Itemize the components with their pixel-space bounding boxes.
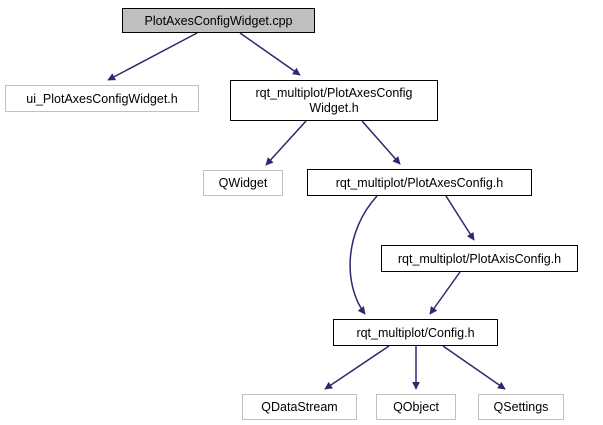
edge-config-to-qdatastream xyxy=(324,345,390,390)
node-label: ui_PlotAxesConfigWidget.h xyxy=(26,91,178,106)
node-label: rqt_multiplot/PlotAxisConfig.h xyxy=(397,251,562,266)
node-ui-plotaxesconfigwidget-h[interactable]: ui_PlotAxesConfigWidget.h xyxy=(5,85,199,112)
node-label: QSettings xyxy=(493,400,549,414)
edge-root-to-ui-header xyxy=(107,32,198,81)
edge-root-to-widget-header xyxy=(239,32,301,76)
node-qobject[interactable]: QObject xyxy=(376,394,456,420)
node-rqt-multiplot-plotaxesconfigwidget-h[interactable]: rqt_multiplot/PlotAxesConfig Widget.h xyxy=(230,80,438,121)
edge-config-to-qsettings xyxy=(442,345,506,390)
node-rqt-multiplot-plotaxisconfig-h[interactable]: rqt_multiplot/PlotAxisConfig.h xyxy=(381,245,578,272)
node-label: rqt_multiplot/PlotAxesConfig Widget.h xyxy=(255,85,413,115)
node-qdatastream[interactable]: QDataStream xyxy=(242,394,357,420)
edge-widget-header-to-axes-config xyxy=(361,120,401,165)
node-label: QWidget xyxy=(218,176,268,190)
edge-axes-config-to-axis-config xyxy=(445,195,475,241)
node-label: PlotAxesConfigWidget.cpp xyxy=(144,13,293,28)
node-rqt-multiplot-config-h[interactable]: rqt_multiplot/Config.h xyxy=(333,319,498,346)
node-qsettings[interactable]: QSettings xyxy=(478,394,564,420)
node-label: QDataStream xyxy=(261,400,338,414)
node-plotaxesconfigwidget-cpp[interactable]: PlotAxesConfigWidget.cpp xyxy=(122,8,315,33)
node-label: rqt_multiplot/PlotAxesConfig.h xyxy=(335,175,504,190)
edge-widget-header-to-qwidget xyxy=(265,120,307,166)
node-label: rqt_multiplot/Config.h xyxy=(356,325,475,340)
node-rqt-multiplot-plotaxesconfig-h[interactable]: rqt_multiplot/PlotAxesConfig.h xyxy=(307,169,532,196)
edge-axes-config-to-config xyxy=(349,195,378,315)
node-qwidget[interactable]: QWidget xyxy=(203,170,283,196)
edge-axis-config-to-config xyxy=(429,271,461,315)
node-label: QObject xyxy=(393,400,439,414)
